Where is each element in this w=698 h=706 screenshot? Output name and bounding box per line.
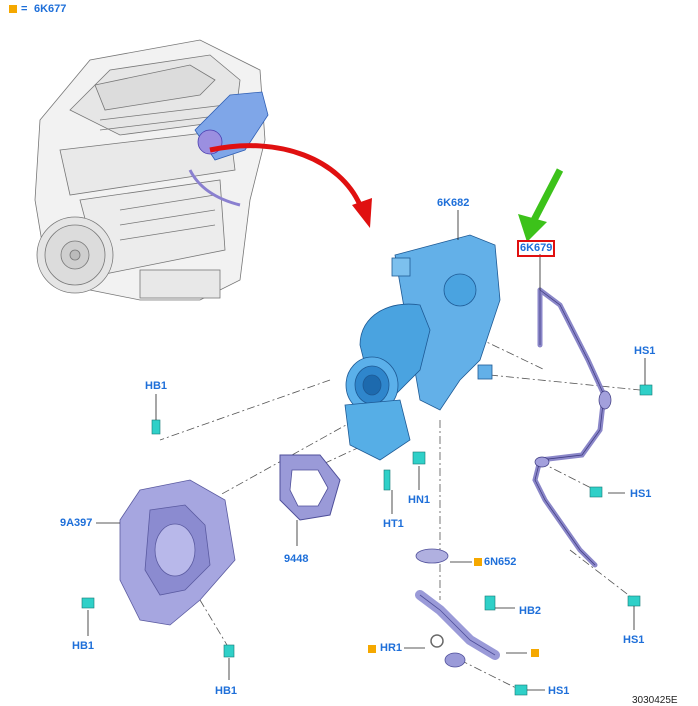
label-hs1-mid: HS1 [630, 488, 652, 500]
label-hs1-top: HS1 [634, 345, 656, 357]
bolt-hs1-b [589, 486, 603, 498]
heat-shield [119, 479, 236, 626]
legend-equals: = [21, 3, 28, 15]
label-gasket: 9448 [284, 553, 309, 565]
bolt-hb2 [484, 595, 496, 611]
oil-feed-tube-outline [534, 289, 605, 566]
oil-return-tube [415, 548, 500, 668]
label-ht1: HT1 [383, 518, 404, 530]
bolt-hb1-top [151, 419, 161, 435]
fitting [534, 456, 550, 468]
label-hb1-bottom: HB1 [215, 685, 238, 697]
engine-illustration [34, 39, 266, 301]
legend-code: 6K677 [34, 3, 67, 15]
nut-hn1 [412, 451, 426, 465]
bolt-hs1-c [627, 595, 641, 607]
bolt-hb1-left [81, 597, 95, 609]
turbocharger [344, 234, 501, 461]
label-leaders [87, 210, 646, 691]
green-indicator-arrow [518, 168, 564, 242]
red-callout-arrow [209, 143, 372, 228]
bolt-hs1-a [639, 384, 653, 396]
legend-marker [9, 5, 17, 13]
label-hb1-left: HB1 [72, 640, 95, 652]
label-hb2: HB2 [519, 605, 542, 617]
oil-feed-tube [532, 287, 607, 568]
bolt-hb1-bottom [223, 644, 235, 658]
stud-ht1 [383, 469, 391, 491]
label-hs1-bottom: HS1 [548, 685, 570, 697]
label-hr1: HR1 [380, 642, 403, 654]
label-hb1-top: HB1 [145, 380, 168, 392]
label-oil-feed-tube: 6K679 [517, 240, 556, 257]
bolt-hs1-d [514, 684, 528, 696]
label-marker-6n652 [474, 558, 482, 566]
label-heat-shield: 9A397 [60, 517, 93, 529]
label-turbocharger: 6K682 [437, 197, 470, 209]
reference-number: 3030425E [632, 695, 678, 706]
label-hs1-right: HS1 [623, 634, 645, 646]
gasket [279, 454, 341, 521]
label-oil-return-tube: 6N652 [484, 556, 517, 568]
label-marker-tube-end [531, 649, 539, 657]
fitting [598, 390, 612, 410]
label-marker-hr1 [368, 645, 376, 653]
label-hn1: HN1 [408, 494, 431, 506]
